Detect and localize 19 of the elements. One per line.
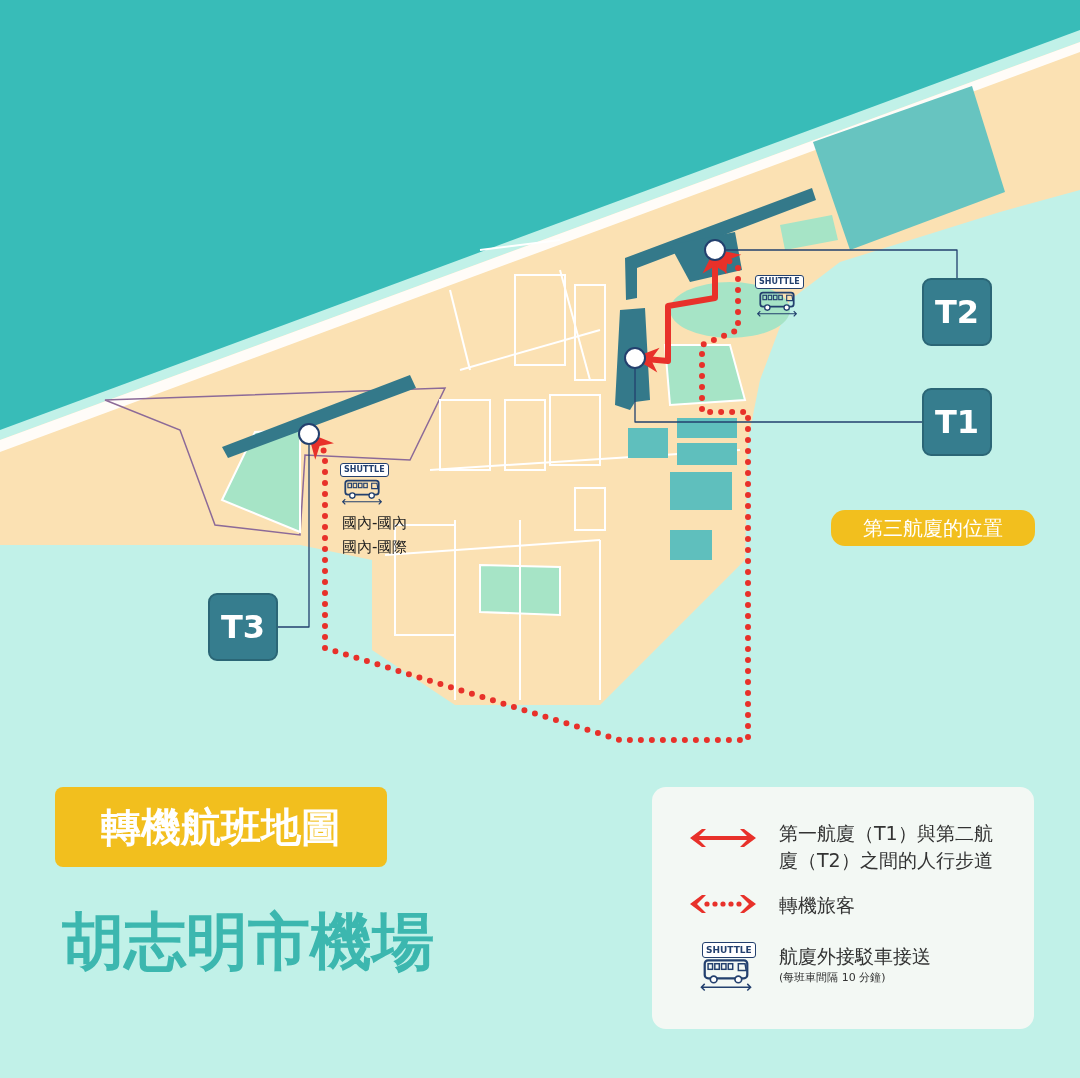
leader-line xyxy=(277,444,310,628)
route-label: 國內-國際 xyxy=(342,538,408,557)
route-label: 國內-國內 xyxy=(342,514,408,533)
terminal-label-box: T3 xyxy=(208,593,278,661)
shuttle-sign: SHUTTLE xyxy=(340,463,389,477)
shuttle-sign: SHUTTLE xyxy=(755,275,804,289)
shuttle-sign: SHUTTLE xyxy=(702,942,756,958)
heading-banner: 轉機航班地圖 xyxy=(55,787,387,867)
legend-text: 航廈外接駁車接送 xyxy=(779,944,932,969)
location-tag: 第三航廈的位置 xyxy=(831,510,1035,546)
leader-line xyxy=(725,249,958,279)
terminal-label-box: T2 xyxy=(922,278,992,346)
page-title: 胡志明市機場 xyxy=(62,904,434,980)
legend-text: 轉機旅客 xyxy=(779,893,856,918)
terminal-label-box: T1 xyxy=(922,388,992,456)
dotted-route-arrow xyxy=(308,249,751,743)
legend-note: (每班車間隔 10 分鐘) xyxy=(779,970,886,985)
leader-line xyxy=(634,368,923,423)
legend-text: 第一航廈（T1）與第二航廈（T2）之間的人行步道 xyxy=(779,821,994,873)
